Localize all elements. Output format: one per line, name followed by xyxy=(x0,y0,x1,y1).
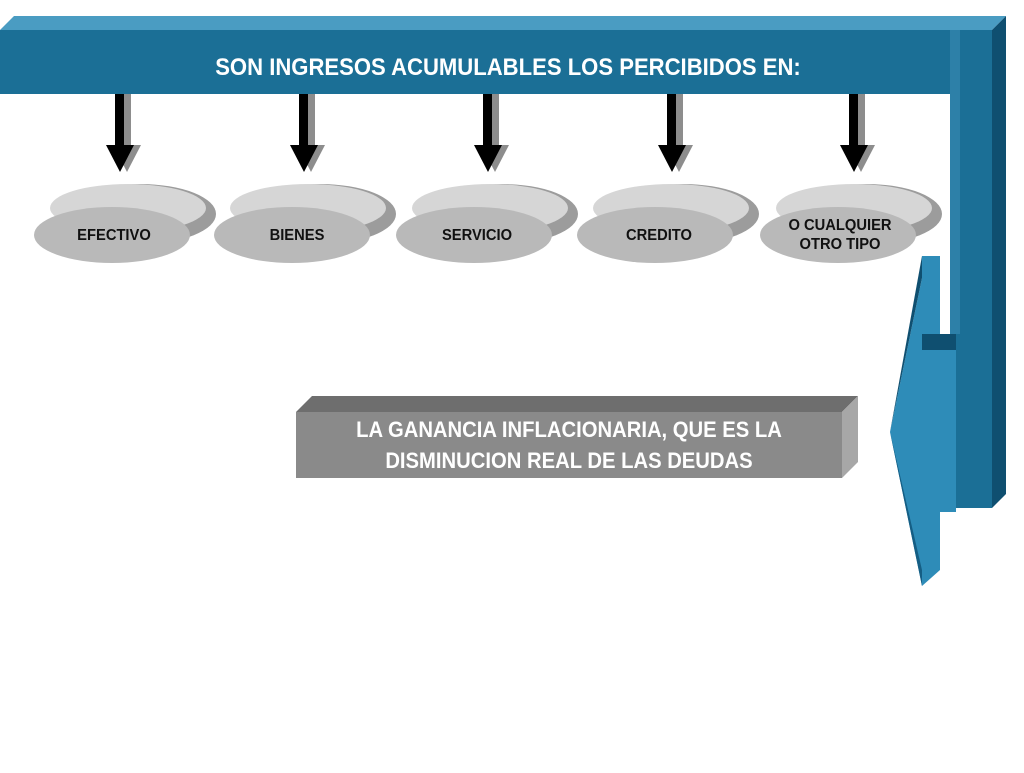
oval-credito xyxy=(577,184,759,263)
item-label-servicio: SERVICIO xyxy=(441,226,513,244)
header-band xyxy=(0,16,1006,508)
item-label-credito: CREDITO xyxy=(626,226,692,244)
oval-servicio xyxy=(396,184,578,263)
oval-otro-tipo xyxy=(760,184,942,263)
arrow-to-efectivo xyxy=(106,94,141,172)
return-arrow xyxy=(890,256,956,586)
header-title: SON INGRESOS ACUMULABLES LOS PERCIBIDOS … xyxy=(215,54,801,81)
arrow-to-credito xyxy=(658,94,693,172)
arrow-to-bienes xyxy=(290,94,325,172)
oval-efectivo xyxy=(34,184,216,263)
item-ovals xyxy=(34,184,942,263)
item-label-otro-tipo: O CUALQUIER OTRO TIPO xyxy=(788,217,892,253)
oval-bienes xyxy=(214,184,396,263)
arrow-to-servicio xyxy=(474,94,509,172)
item-label-efectivo: EFECTIVO xyxy=(77,226,151,244)
arrow-to-otro-tipo xyxy=(840,94,875,172)
item-label-bienes: BIENES xyxy=(269,226,325,244)
down-arrows xyxy=(106,94,875,172)
result-box xyxy=(296,396,858,478)
result-text: LA GANANCIA INFLACIONARIA, QUE ES LA DIS… xyxy=(356,417,782,473)
